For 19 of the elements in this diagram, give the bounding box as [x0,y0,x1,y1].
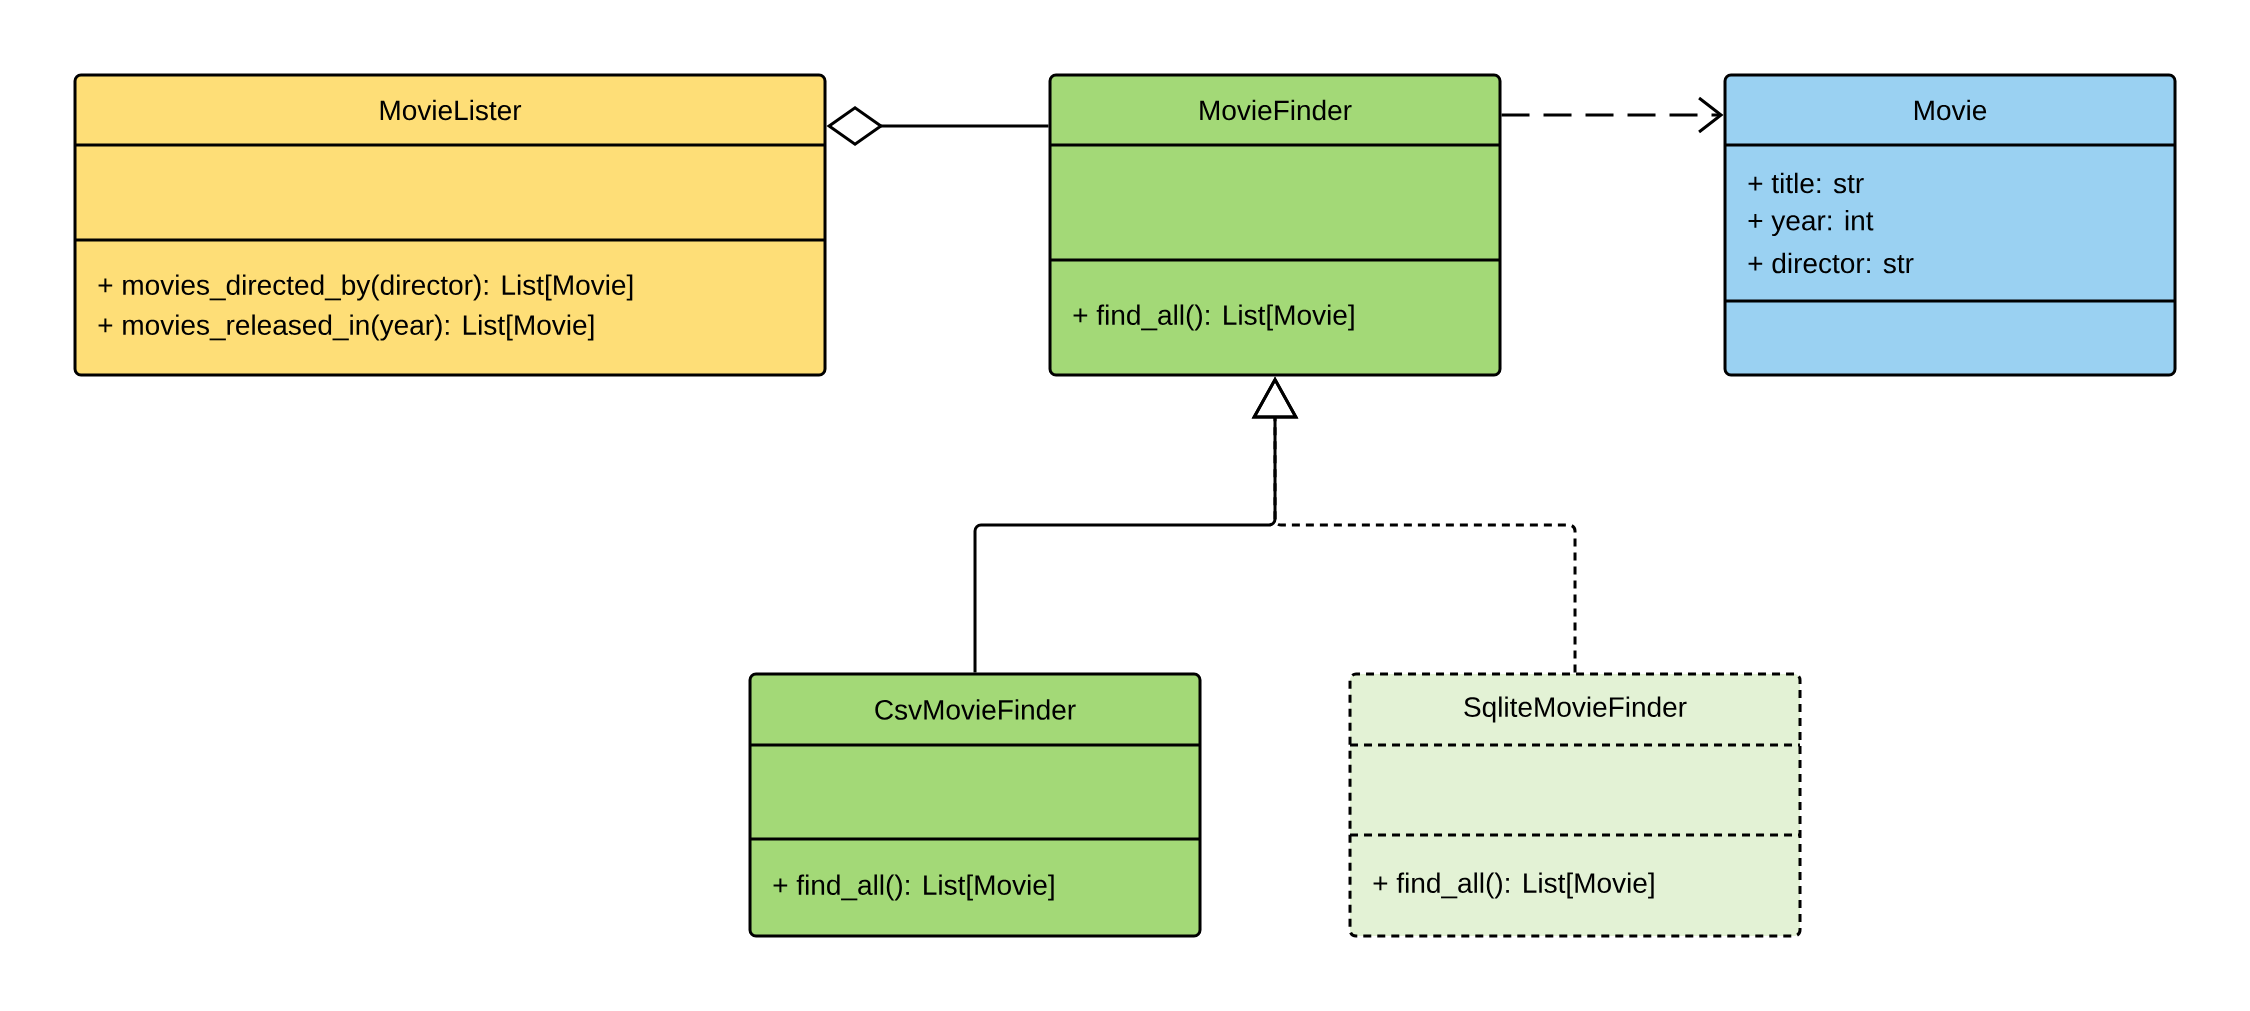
attribute-text: + title: str [1748,172,1864,194]
class-name: Movie [1914,99,1987,121]
connector [1501,96,1724,134]
attribute-text: + director: str [1748,252,1914,274]
class-box [73,73,827,377]
class-box [1048,73,1502,377]
class-name: MovieFinder [1200,99,1352,121]
method-text: + find_all(): List[Movie] [773,874,1054,901]
method-text: + movies_released_in(year): List[Movie] [98,314,594,341]
class-name: CsvMovieFinder [875,699,1076,720]
method-text: + find_all(): List[Movie] [1373,872,1654,899]
method-text: + find_all(): List[Movie] [1073,304,1354,331]
method-text: + movies_directed_by(director): List[Movie] [98,274,633,301]
class-name: MovieLister [380,99,522,121]
class-box [748,672,1202,938]
class-box [1348,672,1802,938]
class-box [1723,73,2177,377]
class-name: SqliteMovieFinder [1464,696,1687,723]
attribute-text: + year: int [1748,209,1874,237]
